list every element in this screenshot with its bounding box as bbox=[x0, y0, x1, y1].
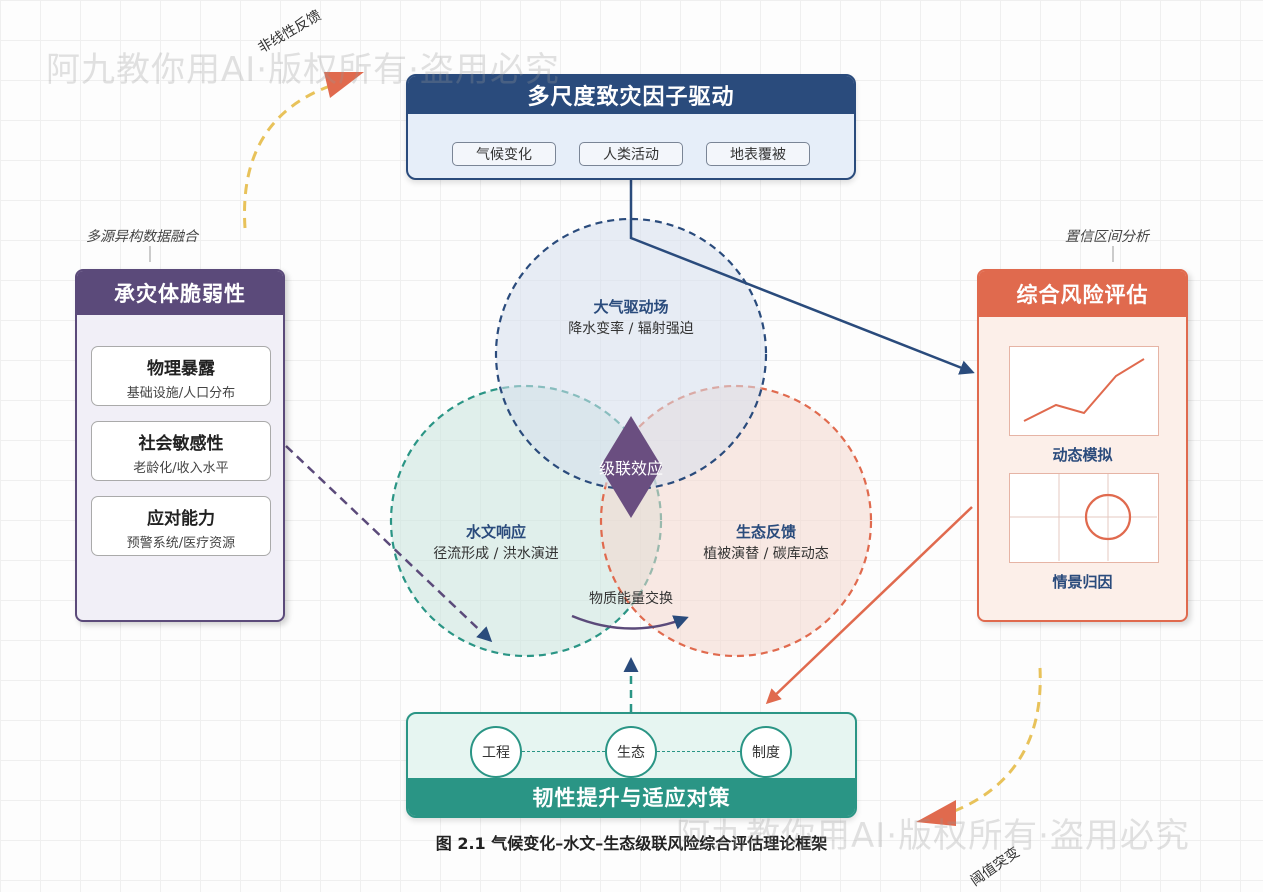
dynamic-simulation-label: 动态模拟 bbox=[1052, 446, 1113, 464]
scenario-attribution-label: 情景归因 bbox=[1052, 573, 1113, 591]
hazard-drivers-box: 多尺度致灾因子驱动 气候变化 人类活动 地表覆被 bbox=[406, 74, 856, 180]
nonlinear-feedback-curve bbox=[243, 84, 331, 229]
chip-human-activity: 人类活动 bbox=[579, 142, 683, 166]
chip-climate-change: 气候变化 bbox=[452, 142, 556, 166]
threshold-shift-curve bbox=[951, 667, 1042, 814]
dynamic-simulation-panel bbox=[1009, 346, 1159, 436]
scenario-attribution-panel bbox=[1009, 473, 1159, 563]
nonlinear-feedback-arrowhead bbox=[324, 72, 364, 98]
resilience-box: 工程 生态 制度 韧性提升与适应对策 bbox=[406, 712, 857, 818]
card-title: 物理暴露 bbox=[147, 359, 215, 379]
card-social-sensitivity: 社会敏感性 老龄化/收入水平 bbox=[91, 421, 271, 481]
card-sub: 基础设施/人口分布 bbox=[126, 386, 236, 401]
right-annotation: 置信区间分析 bbox=[1065, 229, 1149, 245]
watermark-bottom: 阿九教你用AI·版权所有·盗用必究 bbox=[676, 816, 1190, 856]
card-sub: 老龄化/收入水平 bbox=[133, 461, 229, 476]
risk-assessment-title: 综合风险评估 bbox=[979, 271, 1186, 317]
card-coping-capacity: 应对能力 预警系统/医疗资源 bbox=[91, 496, 271, 556]
vulnerability-title: 承灾体脆弱性 bbox=[77, 271, 283, 315]
atmos-sub: 降水变率 / 辐射强迫 bbox=[568, 321, 694, 337]
exchange-label: 物质能量交换 bbox=[589, 591, 673, 607]
card-sub: 预警系统/医疗资源 bbox=[126, 536, 236, 551]
hydro-sub: 径流形成 / 洪水演进 bbox=[433, 546, 559, 562]
chip-land-cover: 地表覆被 bbox=[706, 142, 810, 166]
eco-title: 生态反馈 bbox=[735, 523, 796, 541]
trend-line-icon bbox=[1023, 358, 1145, 422]
left-to-hydro-arrow bbox=[285, 445, 493, 643]
card-physical-exposure: 物理暴露 基础设施/人口分布 bbox=[91, 346, 271, 406]
target-circle-icon bbox=[1010, 474, 1157, 561]
card-title: 社会敏感性 bbox=[138, 434, 224, 454]
watermark-top: 阿九教你用AI·版权所有·盗用必究 bbox=[46, 50, 560, 90]
risk-assessment-box: 综合风险评估 动态模拟 情景归因 bbox=[977, 269, 1188, 622]
node-engineering: 工程 bbox=[470, 726, 522, 778]
cascade-diamond bbox=[600, 416, 662, 518]
atmos-circle bbox=[494, 217, 768, 491]
exchange-curve-arrow bbox=[571, 614, 689, 630]
left-annotation: 多源异构数据融合 bbox=[86, 229, 198, 245]
card-title: 应对能力 bbox=[147, 509, 215, 529]
resilience-title: 韧性提升与适应对策 bbox=[408, 778, 855, 816]
threshold-shift-arrowhead bbox=[916, 800, 956, 826]
atmos-title: 大气驱动场 bbox=[593, 298, 669, 316]
figure-caption: 图 2.1 气候变化–水文–生态级联风险综合评估理论框架 bbox=[435, 834, 828, 853]
right-to-bottom-arrow bbox=[765, 506, 973, 705]
node-ecological: 生态 bbox=[605, 726, 657, 778]
node-institutional: 制度 bbox=[740, 726, 792, 778]
cascade-label: 级联效应 bbox=[598, 459, 663, 478]
eco-sub: 植被演替 / 碳库动态 bbox=[703, 546, 829, 562]
hydro-title: 水文响应 bbox=[465, 523, 526, 541]
hazard-drivers-title: 多尺度致灾因子驱动 bbox=[408, 76, 854, 114]
vulnerability-box: 承灾体脆弱性 物理暴露 基础设施/人口分布 社会敏感性 老龄化/收入水平 应对能… bbox=[75, 269, 285, 622]
top-to-right-arrow bbox=[629, 180, 975, 375]
